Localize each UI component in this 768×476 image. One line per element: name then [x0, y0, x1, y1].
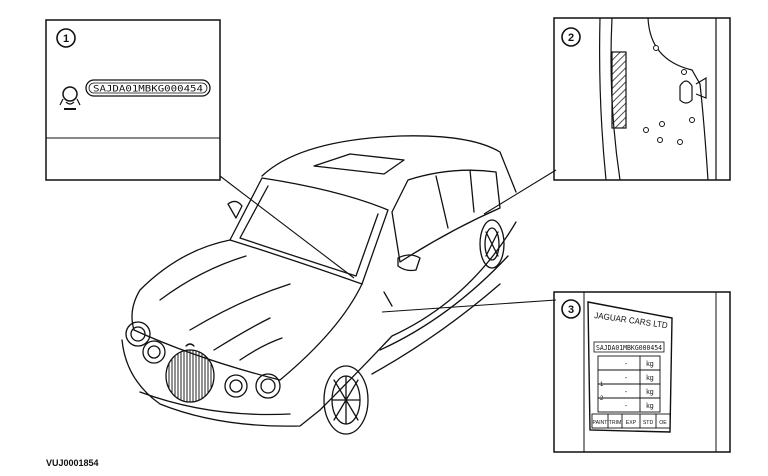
plate-row-4-unit: kg: [646, 403, 654, 410]
door-post-holes: [643, 45, 695, 145]
front-grille: [165, 349, 215, 403]
plate-row-4-value: -: [625, 403, 628, 410]
rear-wheel: [479, 219, 505, 269]
plate-footer-std: STD: [643, 420, 654, 426]
body-side: [319, 221, 517, 411]
vin-label-hatched: [611, 51, 627, 129]
callout-2-number: 2: [568, 32, 574, 44]
plate-vin: SAJDA01MBKG000454: [596, 344, 662, 352]
jaguar-logo-icon: [59, 86, 81, 110]
inset-1-windscreen-vin: 1 SAJDA01MBKG000454: [45, 19, 221, 181]
plate-footer-oe: OE: [659, 420, 667, 426]
vin-text: SAJDA01MBKG000454: [93, 85, 203, 95]
plate-footer-paint: PAINT: [593, 420, 609, 426]
headlamp-right-outer: [255, 373, 281, 399]
plate-footer-trim: TRIM: [609, 420, 622, 426]
windscreen: [229, 177, 389, 285]
windscreen-inner: [239, 185, 379, 277]
plate-row-marker-1: 1: [600, 382, 604, 388]
plate-row-3-unit: kg: [646, 389, 654, 396]
front-wheel: [323, 365, 369, 435]
front-bumper: [121, 339, 321, 427]
figure-id: VUJ0001854: [46, 458, 99, 468]
leader-lines: [219, 169, 557, 313]
plate-row-1-unit: kg: [646, 361, 654, 368]
headlamp-right-inner: [224, 374, 248, 398]
callout-2-marker: 2: [561, 27, 581, 47]
sunroof: [313, 153, 405, 175]
callout-3-number: 3: [568, 304, 574, 316]
headlamp-left-inner: [142, 340, 166, 364]
bonnet: [131, 239, 363, 381]
plate-row-3-value: -: [625, 389, 628, 396]
plate-footer-exp: EXP: [626, 420, 637, 426]
plate-row-1-value: -: [625, 361, 628, 368]
plate-row-2-value: -: [625, 375, 628, 382]
inset-3-vin-plate: 3 JAGUAR CARS LTD SAJDA01MBKG000454 - kg…: [553, 291, 731, 453]
side-windows: [391, 169, 501, 263]
callout-1-marker: 1: [56, 28, 76, 48]
callout-3-marker: 3: [561, 299, 581, 319]
side-mirror: [397, 254, 421, 272]
inset-2-door-post: 2: [553, 17, 731, 181]
plate-row-marker-2: 2: [600, 396, 604, 402]
callout-1-number: 1: [63, 33, 69, 45]
car-roof: [261, 135, 517, 193]
certification-plate: JAGUAR CARS LTD SAJDA01MBKG000454 - kg -…: [587, 301, 673, 433]
headlamp-left-outer: [125, 321, 151, 347]
car-illustration: [121, 135, 517, 435]
plate-row-2-unit: kg: [646, 375, 654, 382]
vin-plate: SAJDA01MBKG000454: [85, 79, 211, 97]
